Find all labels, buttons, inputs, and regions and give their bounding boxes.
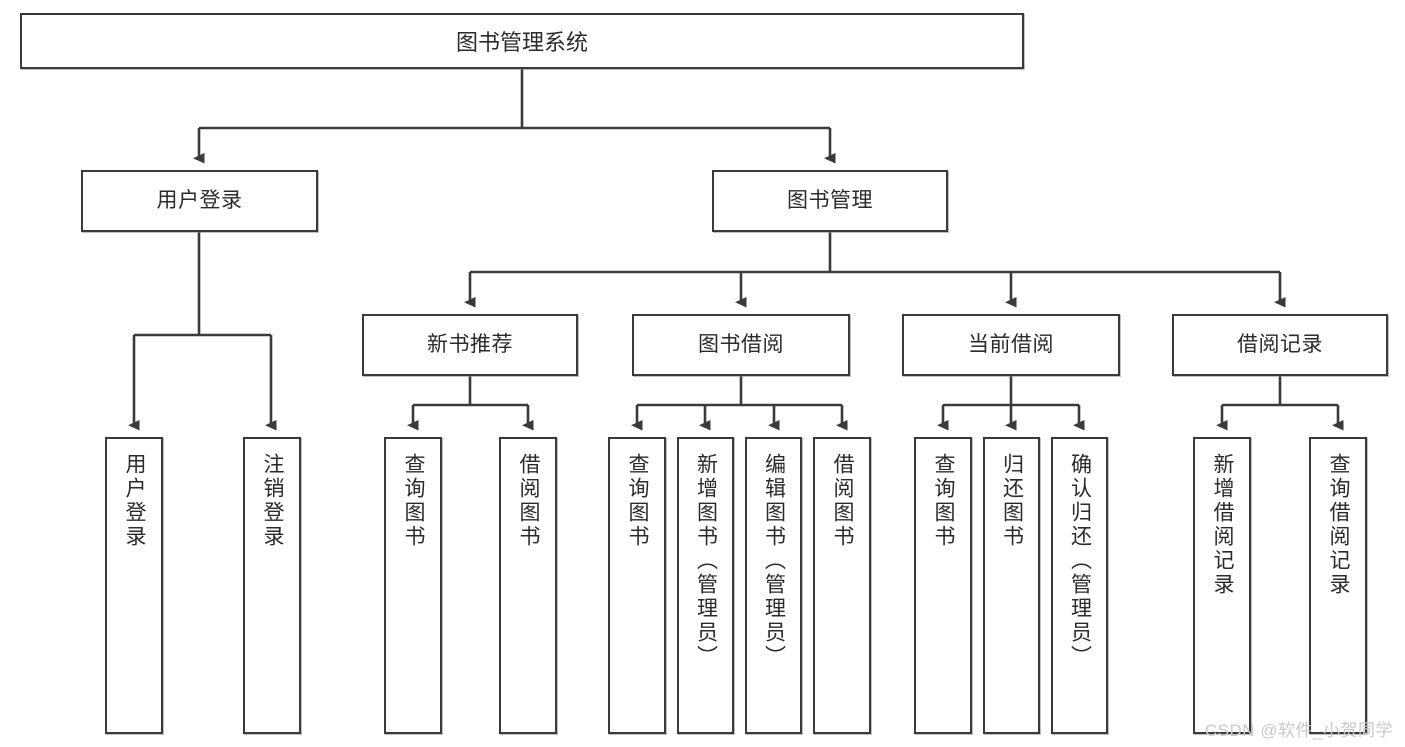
- leaf-confirm-return-admin[interactable]: 确认归还（管理员）: [1051, 437, 1108, 734]
- leaf-return-book[interactable]: 归还图书: [983, 437, 1040, 734]
- leaf-borrow-book[interactable]: 借阅图书: [813, 437, 871, 734]
- leaf-query-borrow-record[interactable]: 查询借阅记录: [1309, 437, 1367, 734]
- leaf-add-book-admin[interactable]: 新增图书（管理员）: [677, 437, 734, 734]
- node-book-management[interactable]: 图书管理: [712, 170, 948, 232]
- node-book-management-label: 图书管理: [787, 189, 873, 213]
- leaf-borrow-query-book-label: 查询图书: [626, 453, 650, 549]
- node-book-borrow[interactable]: 图书借阅: [632, 314, 850, 376]
- leaf-confirm-return-admin-label: 确认归还（管理员）: [1068, 453, 1092, 669]
- leaf-logout-login-label: 注销登录: [261, 453, 285, 549]
- leaf-user-login[interactable]: 用户登录: [105, 437, 163, 734]
- leaf-edit-book-admin-label: 编辑图书（管理员）: [762, 453, 786, 669]
- leaf-new-book-borrow-label: 借阅图书: [517, 453, 541, 549]
- watermark: CSDN @软件_小贺同学: [1204, 721, 1393, 740]
- leaf-user-login-label: 用户登录: [123, 453, 147, 549]
- leaf-add-book-admin-label: 新增图书（管理员）: [694, 453, 718, 669]
- leaf-current-query-book-label: 查询图书: [932, 453, 956, 549]
- leaf-new-book-query[interactable]: 查询图书: [384, 437, 442, 734]
- leaf-borrow-query-book[interactable]: 查询图书: [608, 437, 666, 734]
- leaf-new-book-borrow[interactable]: 借阅图书: [499, 437, 557, 734]
- node-borrow-record-label: 借阅记录: [1237, 333, 1323, 357]
- leaf-add-borrow-record[interactable]: 新增借阅记录: [1193, 437, 1251, 734]
- leaf-query-borrow-record-label: 查询借阅记录: [1327, 453, 1351, 597]
- node-borrow-record[interactable]: 借阅记录: [1172, 314, 1388, 376]
- leaf-add-borrow-record-label: 新增借阅记录: [1211, 453, 1235, 597]
- node-book-borrow-label: 图书借阅: [698, 333, 784, 357]
- leaf-current-query-book[interactable]: 查询图书: [914, 437, 972, 734]
- node-user-login[interactable]: 用户登录: [81, 170, 318, 232]
- node-new-book-recommend[interactable]: 新书推荐: [362, 314, 578, 376]
- node-user-login-label: 用户登录: [156, 189, 243, 213]
- leaf-logout-login[interactable]: 注销登录: [243, 437, 301, 734]
- leaf-return-book-label: 归还图书: [1000, 453, 1024, 549]
- node-root[interactable]: 图书管理系统: [20, 13, 1024, 69]
- node-current-borrow-label: 当前借阅: [968, 333, 1054, 357]
- node-current-borrow[interactable]: 当前借阅: [902, 314, 1120, 376]
- leaf-new-book-query-label: 查询图书: [402, 453, 426, 549]
- node-new-book-recommend-label: 新书推荐: [427, 333, 513, 357]
- leaf-edit-book-admin[interactable]: 编辑图书（管理员）: [745, 437, 802, 734]
- node-root-label: 图书管理系统: [455, 30, 588, 55]
- leaf-borrow-book-label: 借阅图书: [831, 453, 855, 549]
